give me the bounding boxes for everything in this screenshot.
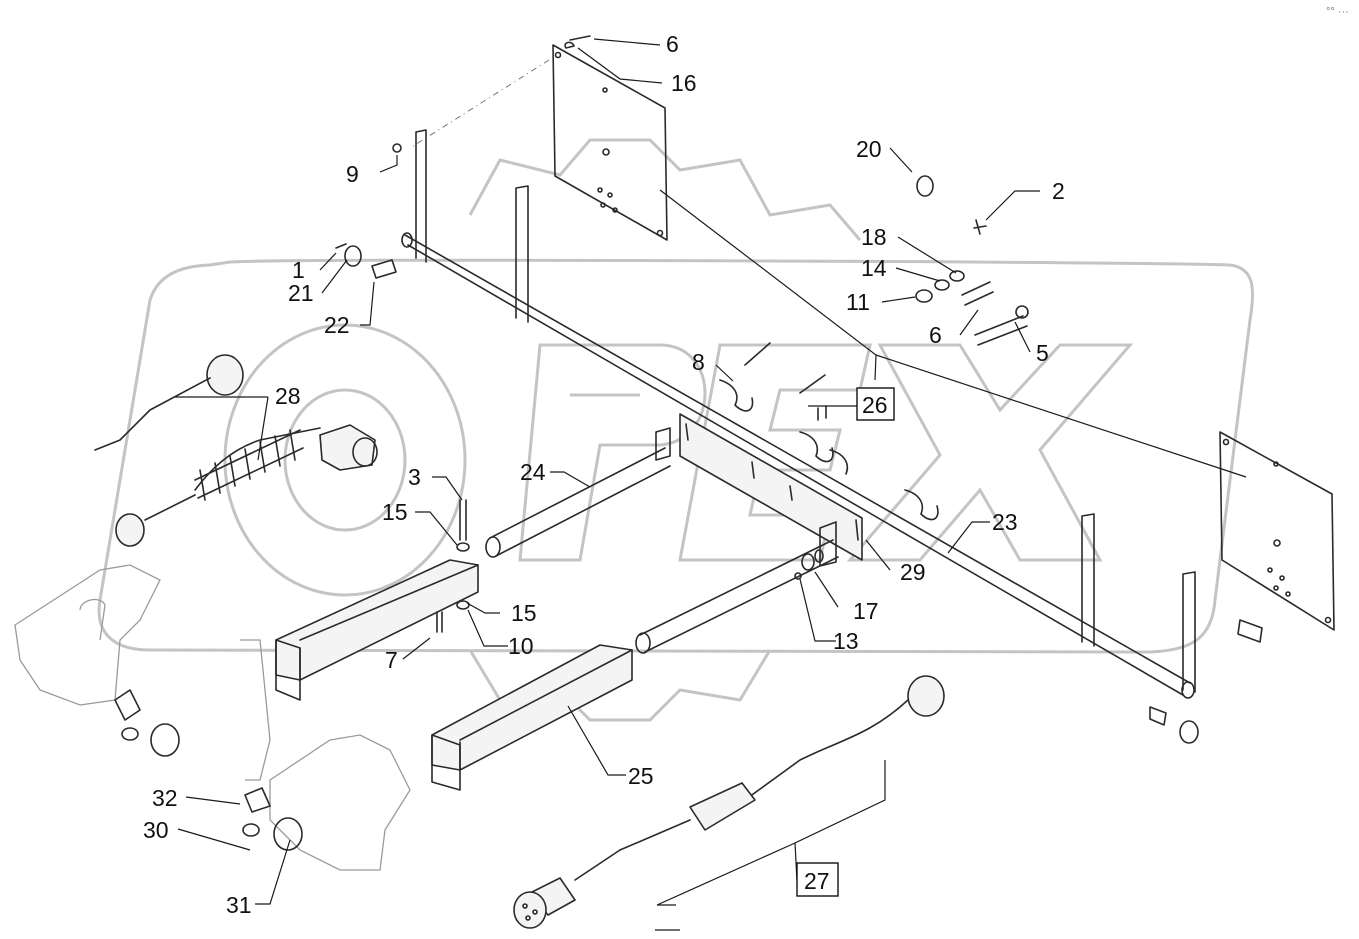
watermark-logo xyxy=(97,138,1255,722)
callout-11: 11 xyxy=(846,289,870,315)
callout-15: 15 xyxy=(382,499,408,525)
mounting-plate-right xyxy=(1149,431,1335,744)
leader-lines xyxy=(175,38,1247,931)
lower-lamp-cable xyxy=(513,675,945,929)
mounting-plate-top xyxy=(552,35,668,241)
callout-14: 14 xyxy=(861,255,887,281)
callout-21: 21 xyxy=(288,280,314,306)
square-arms xyxy=(275,499,824,791)
callout-20: 20 xyxy=(856,136,882,162)
callout-16: 16 xyxy=(671,70,697,96)
callout-17: 17 xyxy=(853,598,879,624)
callout-5: 5 xyxy=(1036,340,1049,366)
callout-31: 31 xyxy=(226,892,252,918)
callout-18: 18 xyxy=(861,224,887,250)
callout-7: 7 xyxy=(385,647,398,673)
callout-26-box xyxy=(856,387,895,421)
inner-tubes xyxy=(485,447,839,654)
callout-26: 26 xyxy=(862,392,888,418)
assembly-line xyxy=(409,59,550,149)
callout-1: 1 xyxy=(292,257,305,283)
callout-10: 10 xyxy=(508,633,534,659)
callout-labels: 6 16 9 20 2 18 14 11 6 5 1 21 22 28 8 26… xyxy=(143,6,1349,918)
callout-2: 2 xyxy=(1052,178,1065,204)
callout-25: 25 xyxy=(628,763,654,789)
left-lamp-cable xyxy=(94,354,378,547)
callout-3: 3 xyxy=(408,464,421,490)
callout-23: 23 xyxy=(992,509,1018,535)
callout-27-box xyxy=(796,862,839,897)
callout-15-lower: 15 xyxy=(511,600,537,626)
callout-22: 22 xyxy=(324,312,350,338)
corner-mark: °° ··· xyxy=(1326,6,1349,18)
main-bar-assembly xyxy=(401,129,1196,699)
callout-6-bolt: 6 xyxy=(929,322,942,348)
center-bracket xyxy=(655,342,939,567)
callout-24: 24 xyxy=(520,459,546,485)
callout-28: 28 xyxy=(275,383,301,409)
callout-27: 27 xyxy=(804,868,830,894)
callout-29: 29 xyxy=(900,559,926,585)
callout-32: 32 xyxy=(152,785,178,811)
callout-13: 13 xyxy=(833,628,859,654)
callout-8: 8 xyxy=(692,349,705,375)
callout-9: 9 xyxy=(346,161,359,187)
callout-6: 6 xyxy=(666,31,679,57)
hardware-top-right xyxy=(335,143,1029,346)
callout-30: 30 xyxy=(143,817,169,843)
